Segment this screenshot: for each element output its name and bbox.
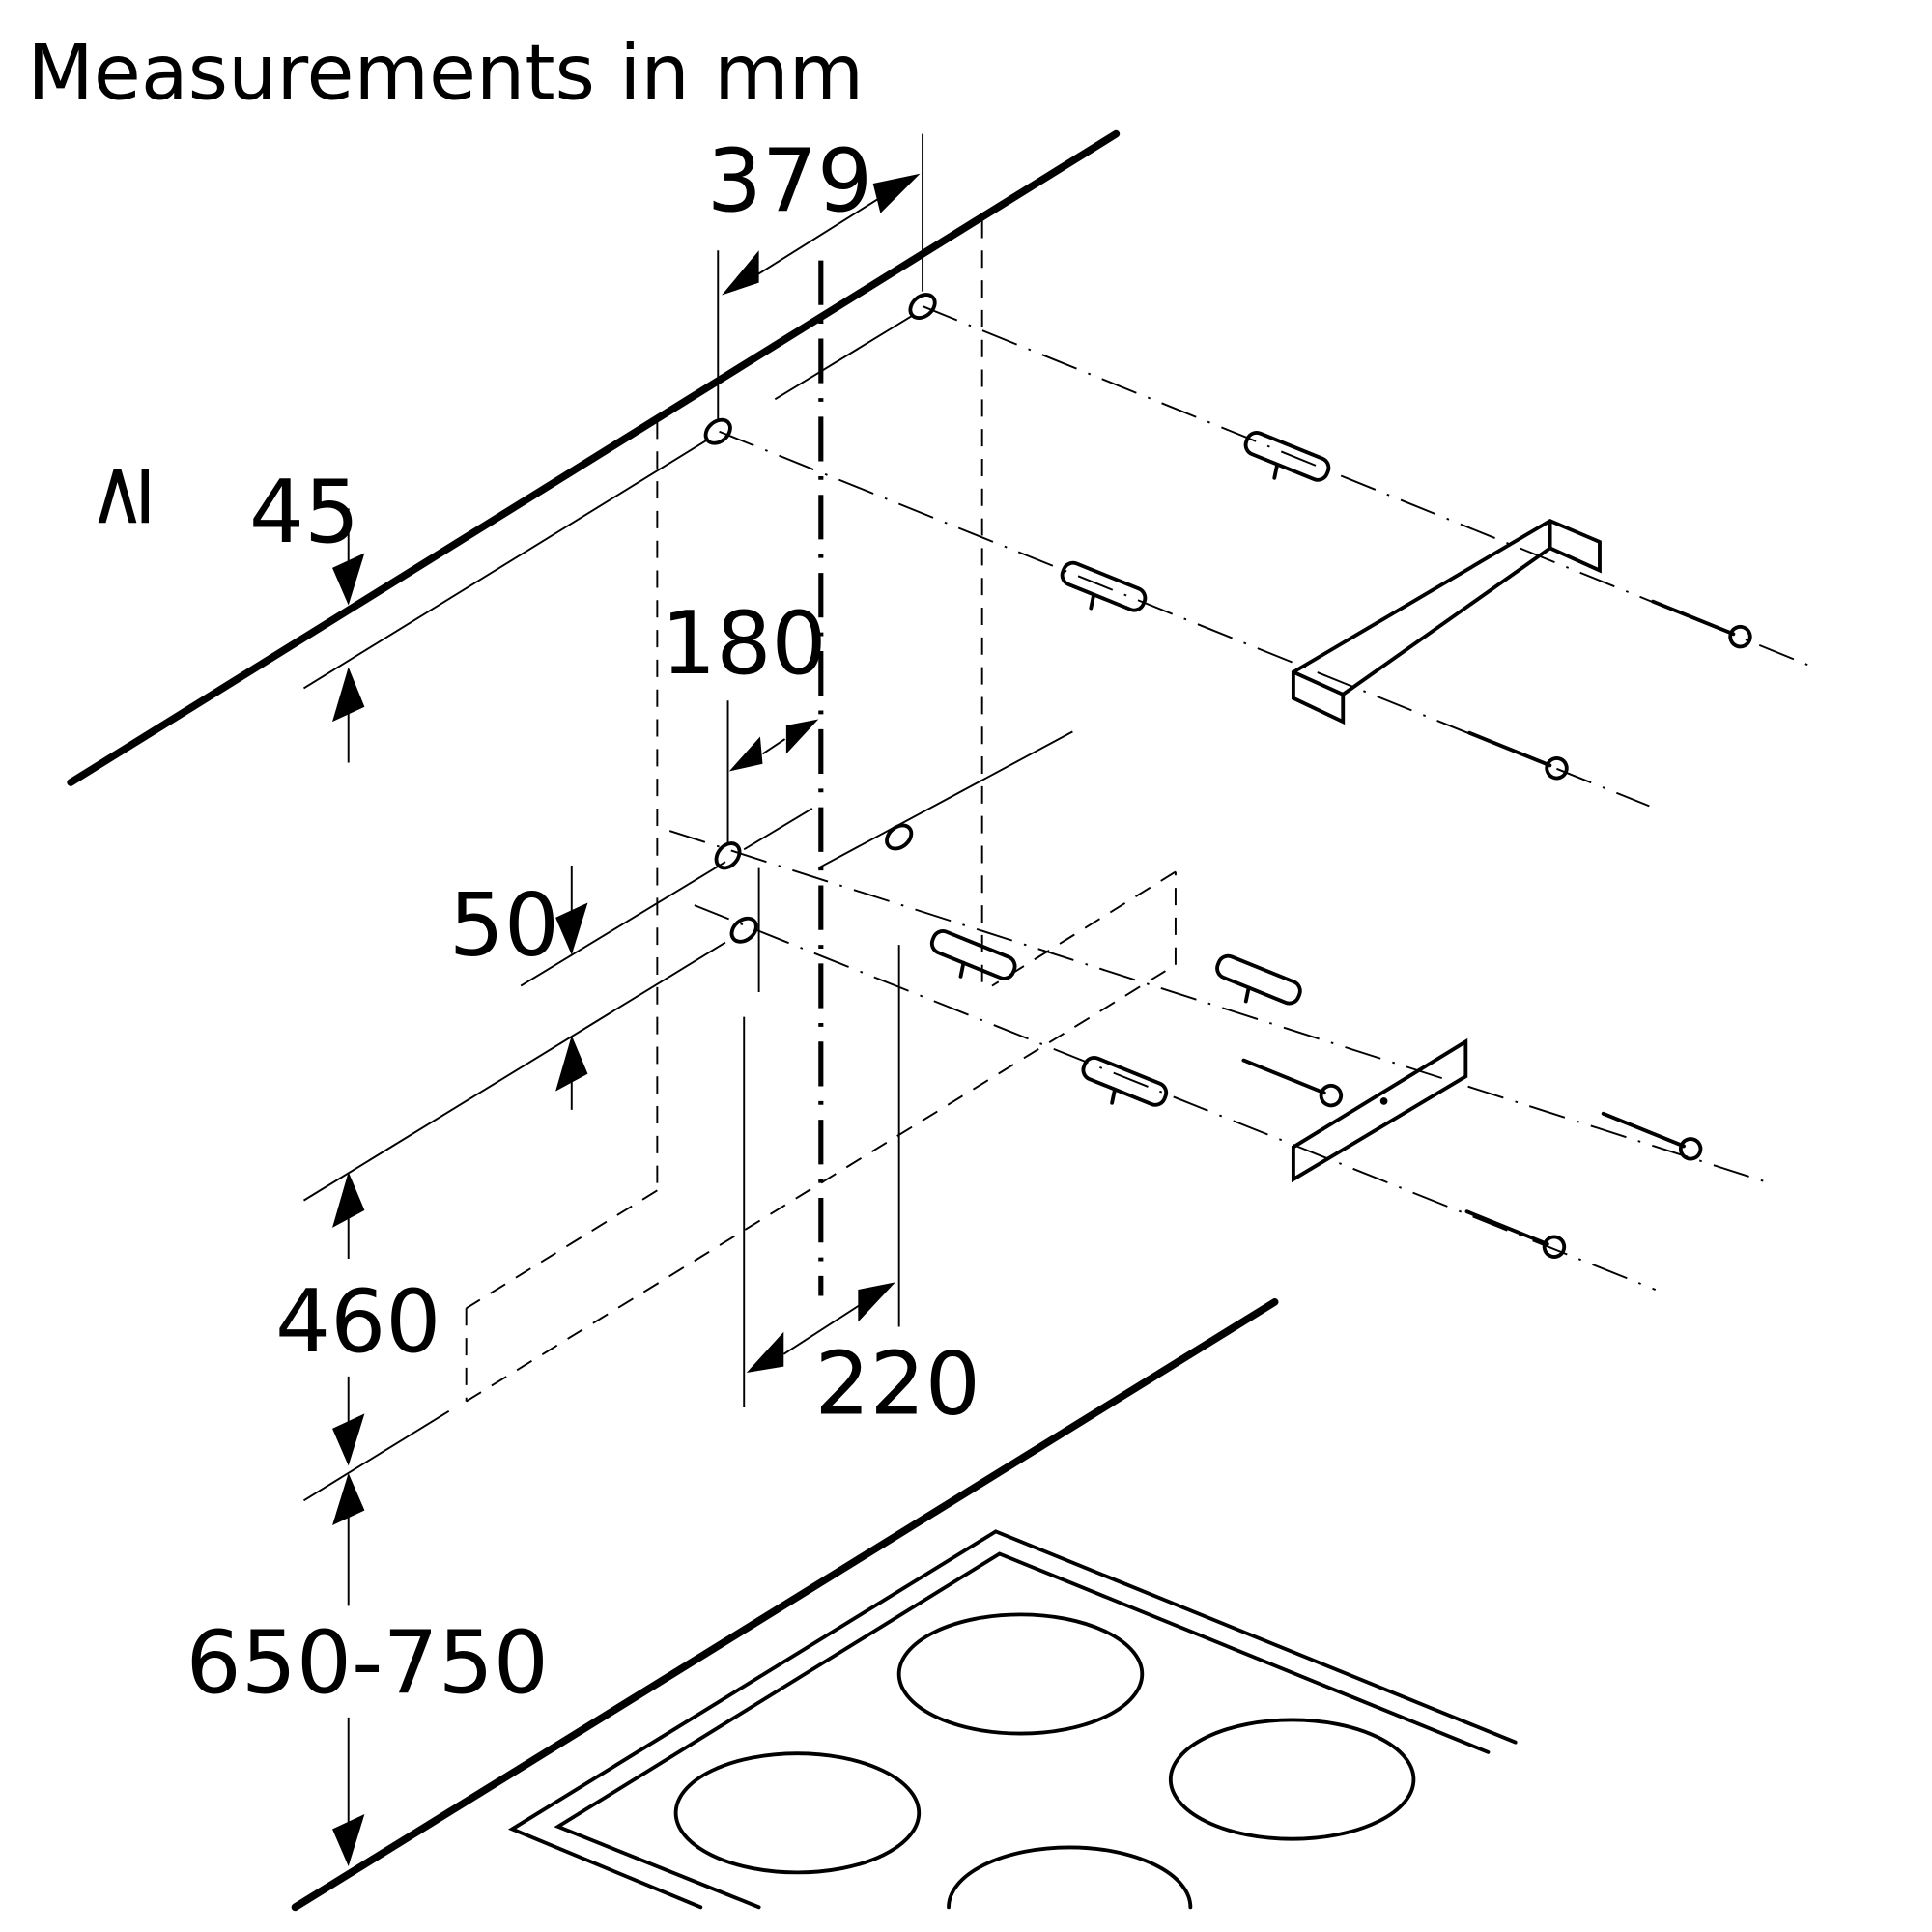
hob-burner-icon bbox=[947, 1845, 1193, 1910]
screw-icon bbox=[1241, 1058, 1344, 1108]
dim-460: 460 bbox=[275, 1272, 440, 1373]
dim-379: 379 bbox=[707, 131, 872, 232]
hole-icon bbox=[908, 293, 937, 321]
hob-burner-icon bbox=[1168, 1718, 1416, 1841]
screw-icon bbox=[1651, 599, 1752, 649]
wall-plug-icon bbox=[1060, 560, 1148, 612]
screw-axes bbox=[668, 305, 1811, 1291]
hob bbox=[507, 1529, 1518, 1910]
ceiling-line bbox=[67, 129, 1121, 786]
dim-180: 180 bbox=[661, 594, 826, 695]
worktop-line bbox=[291, 1298, 1279, 1912]
screw-icon bbox=[1601, 1111, 1703, 1161]
hood-outline bbox=[465, 220, 1177, 1403]
wall-plugs bbox=[929, 431, 1331, 1107]
wall-plug-icon bbox=[1215, 953, 1302, 1006]
hob-burner-icon bbox=[896, 1612, 1145, 1736]
drill-holes bbox=[703, 293, 937, 944]
hob-burner-icon bbox=[673, 1751, 922, 1875]
screw-icon bbox=[1467, 730, 1569, 781]
screw-icon bbox=[1464, 1209, 1567, 1259]
diagram-title: Measurements in mm bbox=[27, 28, 864, 118]
wall-plug-icon bbox=[1243, 431, 1331, 482]
dim-220: 220 bbox=[814, 1334, 980, 1435]
dim-min-45: ≥ 45 bbox=[70, 459, 359, 563]
reference-lines bbox=[303, 133, 1073, 1861]
hole-icon bbox=[714, 841, 742, 870]
hole-icon bbox=[885, 823, 914, 851]
hole-icon bbox=[703, 417, 732, 445]
lower-bracket bbox=[1291, 1037, 1468, 1183]
screws bbox=[1241, 599, 1752, 1259]
wall-plug-icon bbox=[929, 929, 1017, 980]
dim-50: 50 bbox=[449, 875, 559, 976]
upper-bracket bbox=[1291, 519, 1602, 725]
dimension-arrows bbox=[332, 173, 921, 1866]
hole-icon bbox=[729, 916, 758, 944]
wall-plug-icon bbox=[1081, 1056, 1169, 1107]
dim-650-750: 650-750 bbox=[186, 1613, 549, 1714]
